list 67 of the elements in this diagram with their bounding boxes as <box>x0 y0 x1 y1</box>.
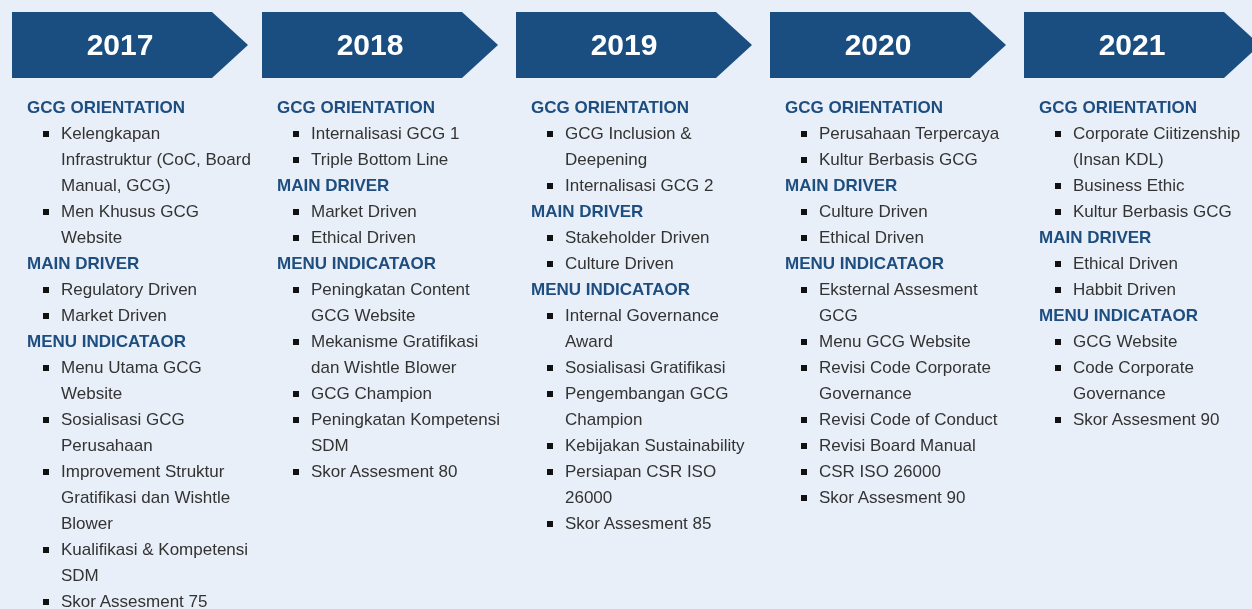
bullet-item: Internalisasi GCG 2 <box>545 173 759 199</box>
section-heading: GCG ORIENTATION <box>1039 97 1199 119</box>
bullet-item: Kultur Berbasis GCG <box>799 147 1013 173</box>
bullet-item: CSR ISO 26000 <box>799 459 1013 485</box>
bullet-item: Corporate Ciitizenship (Insan KDL) <box>1053 121 1252 173</box>
section-heading: GCG ORIENTATION <box>27 97 187 119</box>
bullet-item: Sosialisasi GCG Perusahaan <box>41 407 255 459</box>
section-heading: MENU INDICATAOR <box>277 253 437 275</box>
bullet-item: Kualifikasi & Kompetensi SDM <box>41 537 255 589</box>
bullet-item: Kebijakan Sustainability <box>545 433 759 459</box>
year-banner: 2020 <box>770 12 1006 78</box>
year-banner: 2018 <box>262 12 498 78</box>
bullet-item: Peningkatan Content GCG Website <box>291 277 505 329</box>
bullet-item: Market Driven <box>291 199 505 225</box>
bullet-item: Revisi Board Manual <box>799 433 1013 459</box>
bullet-item: Habbit Driven <box>1053 277 1252 303</box>
section-heading: MAIN DRIVER <box>1039 227 1153 249</box>
year-banner: 2019 <box>516 12 752 78</box>
section-heading: GCG ORIENTATION <box>277 97 437 119</box>
bullet-item: Men Khusus GCG Website <box>41 199 255 251</box>
bullet-item: Stakeholder Driven <box>545 225 759 251</box>
section-heading: MAIN DRIVER <box>531 201 645 223</box>
bullet-item: Ethical Driven <box>1053 251 1252 277</box>
bullet-item: Regulatory Driven <box>41 277 255 303</box>
bullet-item: Market Driven <box>41 303 255 329</box>
bullet-item: Peningkatan Kompetensi SDM <box>291 407 505 459</box>
bullet-item: Code Corporate Governance <box>1053 355 1252 407</box>
bullet-item: Skor Assesment 90 <box>799 485 1013 511</box>
section-heading: MENU INDICATAOR <box>785 253 945 275</box>
bullet-item: Pengembangan GCG Champion <box>545 381 759 433</box>
bullet-item: Skor Assesment 90 <box>1053 407 1252 433</box>
bullet-item: Business Ethic <box>1053 173 1252 199</box>
bullet-item: Skor Assesment 85 <box>545 511 759 537</box>
year-banner: 2021 <box>1024 12 1252 78</box>
section-heading: MAIN DRIVER <box>277 175 391 197</box>
bullet-item: Improvement Struktur Gratifikasi dan Wishtle Blower <box>41 459 255 537</box>
bullet-item: Triple Bottom Line <box>291 147 505 173</box>
section-heading: MENU INDICATAOR <box>1039 305 1199 327</box>
bullet-item: GCG Champion <box>291 381 505 407</box>
section-heading: GCG ORIENTATION <box>785 97 945 119</box>
bullet-item: Menu Utama GCG Website <box>41 355 255 407</box>
bullet-item: Menu GCG Website <box>799 329 1013 355</box>
bullet-item: Culture Driven <box>799 199 1013 225</box>
bullet-item: Ethical Driven <box>291 225 505 251</box>
bullet-item: Ethical Driven <box>799 225 1013 251</box>
bullet-item: Mekanisme Gratifikasi dan Wishtle Blower <box>291 329 505 381</box>
section-heading: MENU INDICATAOR <box>531 279 691 301</box>
bullet-item: Skor Assesment 80 <box>291 459 505 485</box>
section-heading: MAIN DRIVER <box>785 175 899 197</box>
bullet-item: Culture Driven <box>545 251 759 277</box>
bullet-item: Revisi Code of Conduct <box>799 407 1013 433</box>
bullet-item: GCG Website <box>1053 329 1252 355</box>
section-heading: GCG ORIENTATION <box>531 97 691 119</box>
bullet-item: Internalisasi GCG 1 <box>291 121 505 147</box>
bullet-item: Sosialisasi Gratifikasi <box>545 355 759 381</box>
bullet-item: Eksternal Assesment GCG <box>799 277 1013 329</box>
bullet-item: Kultur Berbasis GCG <box>1053 199 1252 225</box>
bullet-item: Skor Assesment 75 <box>41 589 255 609</box>
bullet-item: Revisi Code Corporate Governance <box>799 355 1013 407</box>
bullet-item: Kelengkapan Infrastruktur (CoC, Board Manual, GCG) <box>41 121 255 199</box>
year-banner: 2017 <box>12 12 248 78</box>
bullet-item: Persiapan CSR ISO 26000 <box>545 459 759 511</box>
bullet-item: Internal Governance Award <box>545 303 759 355</box>
section-heading: MENU INDICATAOR <box>27 331 187 353</box>
section-heading: MAIN DRIVER <box>27 253 141 275</box>
bullet-item: GCG Inclusion & Deepening <box>545 121 759 173</box>
bullet-item: Perusahaan Terpercaya <box>799 121 1013 147</box>
